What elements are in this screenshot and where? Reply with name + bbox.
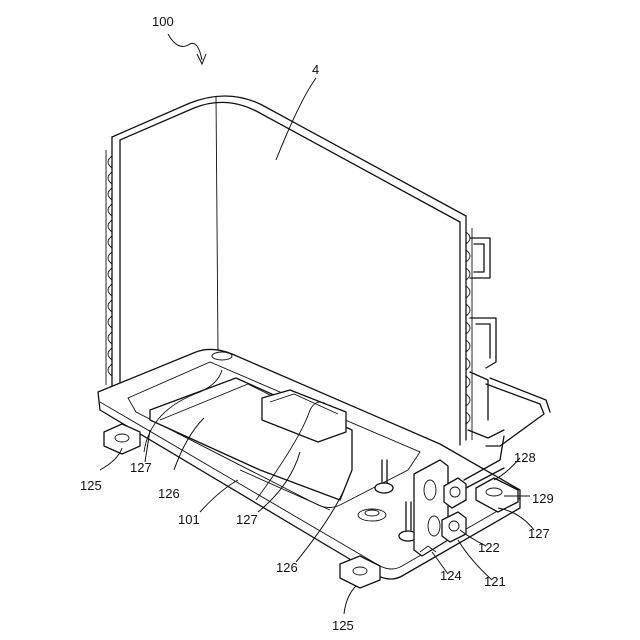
label-127-right: 127 (528, 526, 550, 541)
label-4: 4 (312, 62, 319, 77)
label-127-left: 127 (130, 460, 152, 475)
base-pan (98, 349, 520, 579)
label-127-center: 127 (236, 512, 258, 527)
header-pipes (468, 238, 550, 446)
left-coil-bends (106, 150, 112, 385)
ref-100: 100 (152, 14, 206, 64)
reference-labels: 4 101 121 122 124 125 125 126 126 127 12… (80, 62, 554, 633)
label-122: 122 (478, 540, 500, 555)
right-coil-bends (466, 228, 472, 440)
label-124: 124 (440, 568, 462, 583)
label-100: 100 (152, 14, 174, 29)
label-129: 129 (532, 491, 554, 506)
label-101: 101 (178, 512, 200, 527)
label-125-bottom: 125 (332, 618, 354, 633)
label-126-bottom: 126 (276, 560, 298, 575)
label-128: 128 (514, 450, 536, 465)
label-125-left: 125 (80, 478, 102, 493)
label-126-left: 126 (158, 486, 180, 501)
label-121: 121 (484, 574, 506, 589)
